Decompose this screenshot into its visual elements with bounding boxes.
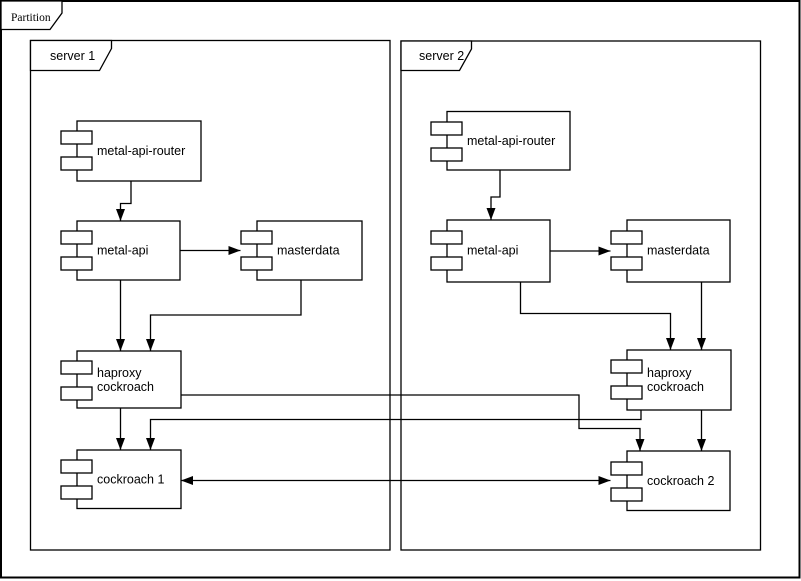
component-s2-cockroach-2[interactable]: cockroach 2 [610,450,731,512]
component-label-line2: cockroach [647,380,704,394]
component-label-line2: cockroach [97,380,154,394]
provided-interface-icon [240,230,273,245]
provided-interface-icon [610,256,643,271]
component-label-line1: haproxy [647,366,692,380]
component-box [76,220,181,281]
provided-interface-icon [60,230,93,245]
edge-s2-router-to-metal-api[interactable] [486,170,501,221]
component-s2-masterdata[interactable]: masterdata [610,219,731,283]
component-label: masterdata [647,244,710,258]
component-label: cockroach 2 [647,474,714,488]
provided-interface-icon [60,459,93,474]
component-box [626,450,731,512]
provided-interface-icon [430,121,463,136]
server1-frame-tab[interactable] [29,39,113,72]
edge-s2-haproxy-to-cockroach1[interactable] [146,410,642,450]
server1-frame-label: server 1 [50,49,95,63]
component-box [76,350,182,409]
component-s2-metal-api-router[interactable]: metal-api-router [430,110,571,171]
provided-interface-icon [60,360,93,375]
edge-s2-metal-api-to-haproxy[interactable] [519,282,675,350]
component-box [76,449,182,510]
provided-interface-icon [60,485,93,500]
provided-interface-icon [60,130,93,145]
server2-frame-label: server 2 [419,49,464,63]
component-s2-metal-api[interactable]: metal-api [430,219,551,283]
provided-interface-icon [60,386,93,401]
server2-frame-tab[interactable] [400,40,473,72]
provided-interface-icon [240,256,273,271]
partition-frame-label: Partition [11,12,51,24]
partition-frame-tab[interactable] [0,0,63,31]
provided-interface-icon [60,156,93,171]
component-s1-cockroach-1[interactable]: cockroach 1 [60,449,182,510]
component-box [76,120,202,182]
provided-interface-icon [610,385,643,400]
component-box [446,110,571,171]
edge-s1-masterdata-to-haproxy[interactable] [146,280,302,352]
component-label-line1: haproxy [97,366,142,380]
component-label: metal-api [97,244,148,258]
component-s1-metal-api[interactable]: metal-api [60,220,181,281]
component-s1-masterdata[interactable]: masterdata [240,220,363,281]
component-s1-metal-api-router[interactable]: metal-api-router [60,120,202,182]
provided-interface-icon [430,230,463,245]
component-box [626,349,732,411]
component-label: metal-api-router [97,144,185,158]
component-s2-haproxy-cockroach[interactable]: haproxy cockroach [610,349,732,411]
component-box [446,219,551,283]
provided-interface-icon [610,487,643,502]
edge-s1-haproxy-to-cockroach2[interactable] [181,394,645,451]
component-box [626,219,731,283]
provided-interface-icon [610,461,643,476]
provided-interface-icon [430,147,463,162]
edge-s1-router-to-metal-api[interactable] [116,181,132,221]
provided-interface-icon [610,359,643,374]
component-label: metal-api [467,244,518,258]
component-label: cockroach 1 [97,473,164,487]
provided-interface-icon [610,230,643,245]
component-label: metal-api-router [467,134,555,148]
component-box [256,220,363,281]
component-s1-haproxy-cockroach[interactable]: haproxy cockroach [60,350,182,409]
provided-interface-icon [60,256,93,271]
provided-interface-icon [430,256,463,271]
component-label: masterdata [277,244,340,258]
